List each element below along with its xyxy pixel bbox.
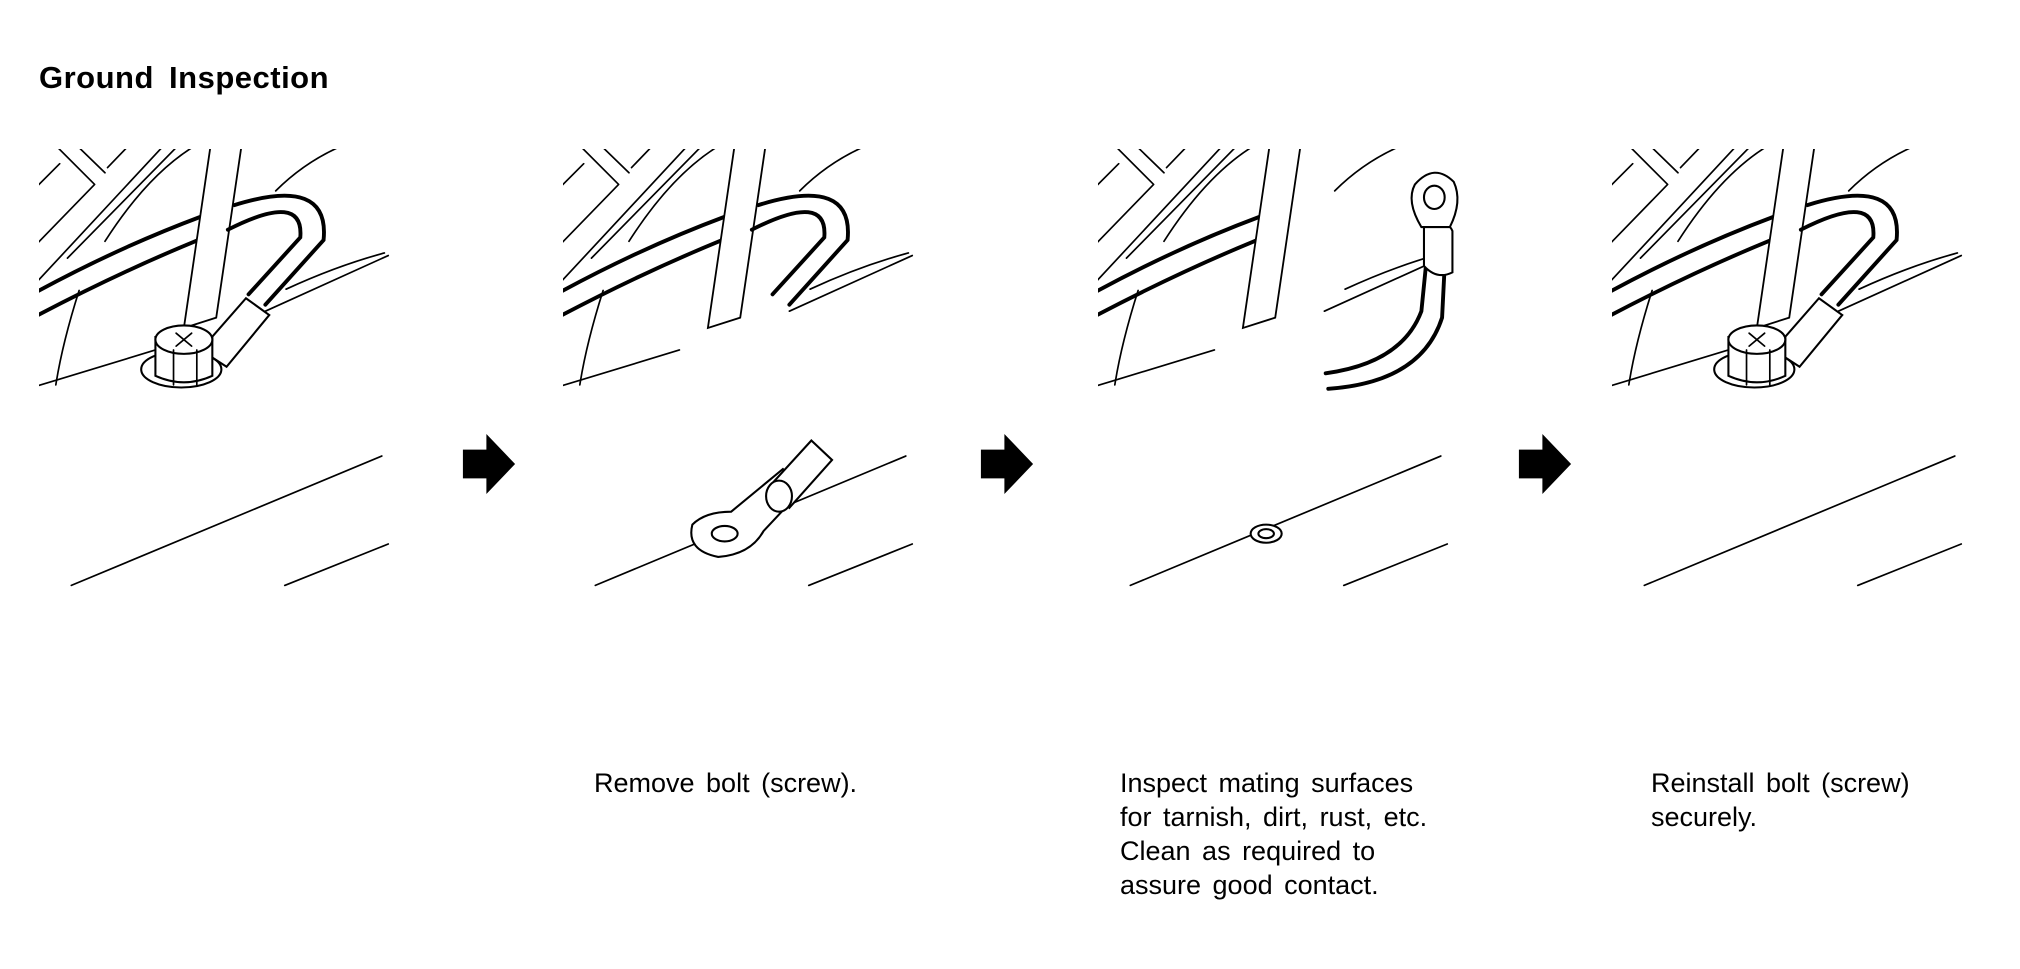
ring-terminal	[1410, 171, 1459, 277]
step-4-caption: Reinstall bolt (screw) securely.	[1651, 768, 1910, 832]
ring-terminal	[690, 439, 834, 558]
arrow-right-icon	[980, 434, 1034, 494]
illustration-bolt-reinstalled	[1612, 149, 2013, 745]
step-3-caption: Inspect mating surfaces for tarnish, dir…	[1120, 768, 1428, 900]
illustration-bolt-installed	[39, 149, 440, 745]
page-title: Ground Inspection	[39, 60, 330, 95]
illustration-terminal-lifted	[1098, 149, 1459, 745]
arrow-right-icon	[1518, 434, 1572, 494]
mating-surface-hole	[1249, 523, 1283, 544]
illustration-bolt-removed	[563, 149, 964, 745]
step-2-caption: Remove bolt (screw).	[594, 768, 858, 798]
arrow-right-icon	[462, 434, 516, 494]
